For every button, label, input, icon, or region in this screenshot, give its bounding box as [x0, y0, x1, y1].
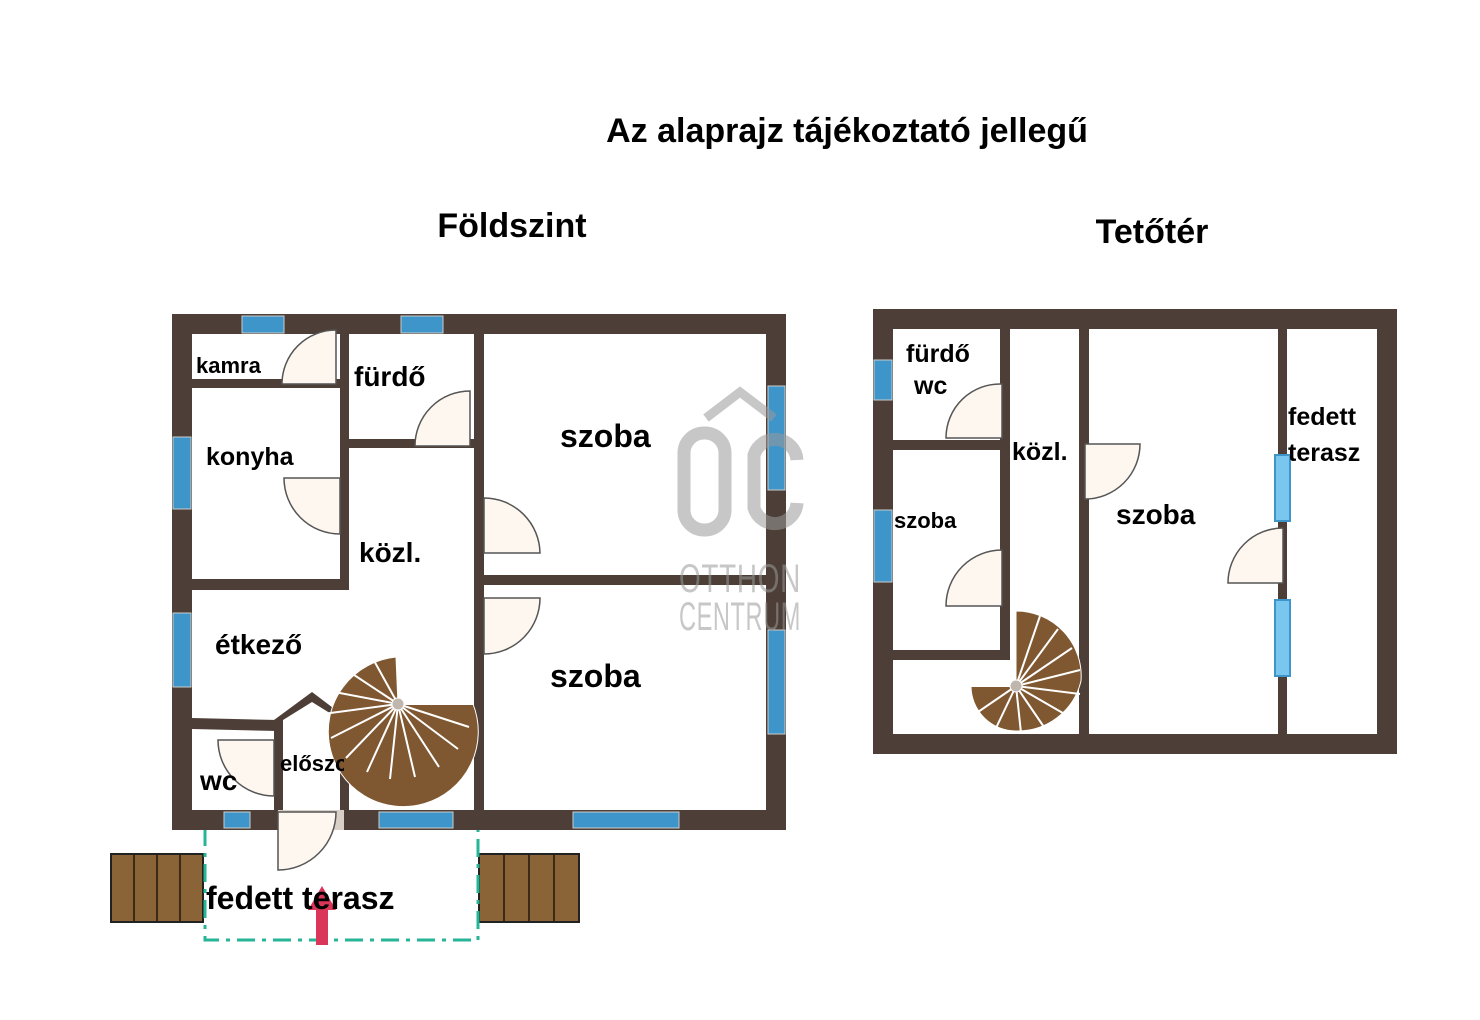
attic-furdo-door	[945, 383, 1003, 439]
room-label-etkezo: étkező	[215, 629, 302, 660]
entrance-door	[277, 811, 337, 871]
attic-room-label-terasz-1: fedett	[1288, 403, 1357, 431]
plan-disclaimer-title: Az alaprajz tájékoztató jellegű	[606, 112, 1088, 150]
attic-spiral-staircase	[970, 610, 1082, 734]
konyha-door	[283, 477, 341, 535]
room-label-kozl: közl.	[359, 537, 421, 568]
right-wooden-deck	[478, 853, 580, 923]
attic-room-label-kozl: közl.	[1012, 438, 1068, 466]
ground-spiral-staircase	[322, 638, 479, 808]
attic-szoba-door	[945, 549, 1003, 607]
attic-room-label-szoba-small: szoba	[894, 508, 957, 533]
room-label-elosz: előszoba	[280, 751, 375, 776]
attic-label: Tetőtér	[1096, 213, 1209, 251]
entrance-arrow-icon	[308, 886, 336, 945]
attic-kozl-door	[1084, 443, 1141, 500]
oc-logo-icon	[677, 386, 804, 537]
room-label-wc: wc	[199, 765, 237, 796]
attic-room-label-furdo: fürdő	[906, 340, 970, 368]
attic-plan: fürdő wc közl. szoba szoba fedett terasz	[873, 309, 1397, 754]
attic-doors	[945, 383, 1284, 607]
covered-terrace-outline	[203, 828, 480, 942]
room-label-konyha: konyha	[206, 443, 295, 471]
left-wooden-deck	[110, 853, 204, 923]
watermark-line-1: OTTHON	[679, 557, 801, 601]
room-label-terasz: fedett terasz	[206, 880, 395, 916]
room-label-szoba-bottom: szoba	[550, 658, 641, 694]
ground-floor-doors	[217, 329, 541, 871]
attic-room-label-szoba-large: szoba	[1116, 499, 1196, 530]
otthon-centrum-watermark: OTTHON CENTRUM	[677, 386, 804, 639]
kamra-door	[281, 329, 337, 385]
room-label-elosz-clip: előszoba	[280, 751, 375, 776]
watermark-line-2: CENTRUM	[679, 595, 801, 639]
furdo-door	[414, 390, 471, 447]
room-label-szoba-top: szoba	[560, 418, 651, 454]
attic-windows	[873, 359, 1291, 677]
attic-terasz-door	[1227, 527, 1284, 584]
szoba-bottom-door	[483, 597, 541, 655]
room-label-kamra: kamra	[196, 353, 262, 378]
room-label-furdo: fürdő	[354, 361, 426, 392]
attic-room-label-terasz-2: terasz	[1288, 439, 1360, 467]
ground-floor-label: Földszint	[437, 207, 586, 245]
wc-door	[217, 739, 275, 797]
szoba-top-door	[483, 497, 541, 554]
attic-room-label-wc: wc	[913, 372, 947, 400]
